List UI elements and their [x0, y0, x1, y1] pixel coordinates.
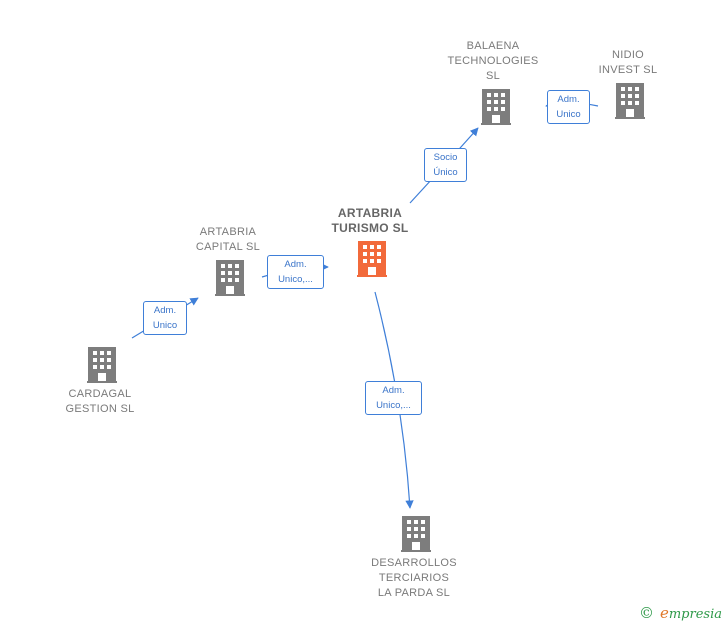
brand-name: mpresia: [668, 607, 722, 622]
building-icon[interactable]: [481, 89, 511, 130]
building-icon[interactable]: [615, 83, 645, 124]
brand-initial: e: [659, 604, 669, 622]
building-icon[interactable]: [357, 241, 387, 282]
edge-label-turismo-balaena[interactable]: Socio Único: [424, 148, 467, 182]
building-icon[interactable]: [87, 347, 117, 388]
building-icon[interactable]: [215, 260, 245, 301]
node-label-balaena[interactable]: BALAENA TECHNOLOGIES SL: [447, 40, 539, 82]
node-label-cardagal[interactable]: CARDAGAL GESTION SL: [65, 388, 135, 415]
edge-label-nidio-balaena[interactable]: Adm. Unico: [547, 90, 590, 124]
edge-label-capital-turismo[interactable]: Adm. Unico,...: [267, 255, 324, 289]
node-label-nidio[interactable]: NIDIO INVEST SL: [598, 49, 658, 76]
node-label-artabria-capital[interactable]: ARTABRIA CAPITAL SL: [195, 226, 261, 253]
node-label-artabria-turismo[interactable]: ARTABRIA TURISMO SL: [331, 206, 409, 235]
copyright-icon: ©: [638, 604, 654, 622]
node-label-desarrollos[interactable]: DESARROLLOS TERCIARIOS LA PARDA SL: [371, 557, 457, 599]
edge-label-turismo-desarrollos[interactable]: Adm. Unico,...: [365, 381, 422, 415]
building-icon[interactable]: [401, 516, 431, 557]
edge-label-cardagal-capital[interactable]: Adm. Unico: [143, 301, 187, 335]
brand-logo: © empresia: [639, 604, 722, 622]
